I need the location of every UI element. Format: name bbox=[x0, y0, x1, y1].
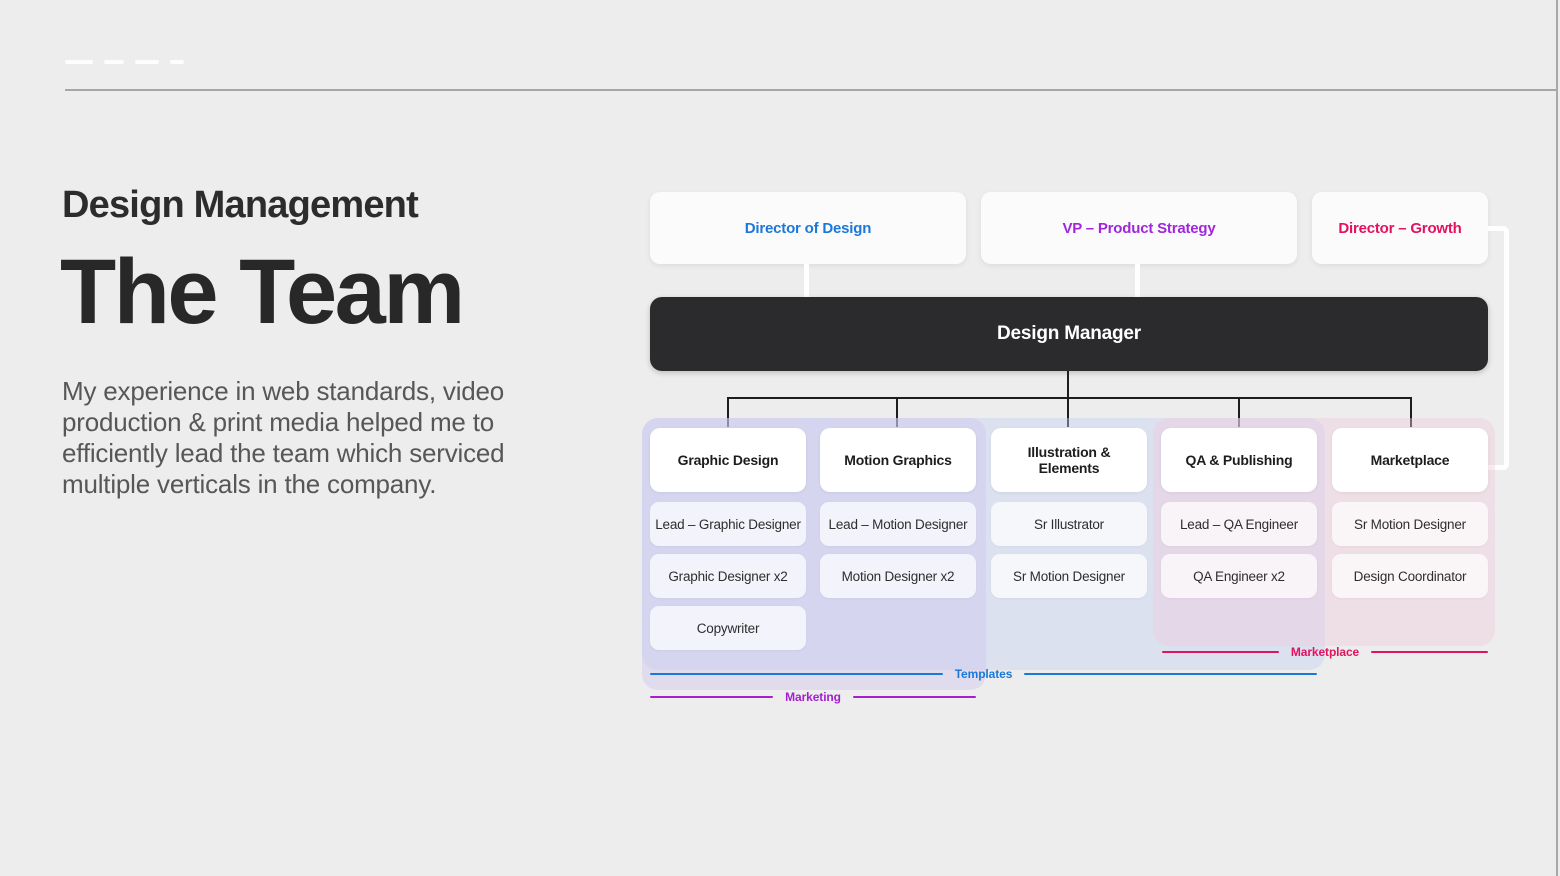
exec-card-director-of-design: Director of Design bbox=[650, 192, 966, 264]
design-manager-label: Design Manager bbox=[997, 323, 1141, 344]
team-column-illustration-elements: Illustration & Elements Sr Illustrator S… bbox=[991, 428, 1147, 606]
connector-drop-graphic-design bbox=[727, 397, 729, 427]
group-line-segment bbox=[650, 673, 943, 675]
design-manager-bar: Design Manager bbox=[650, 297, 1488, 371]
connector-vp-to-manager bbox=[1135, 264, 1140, 298]
team-header: Motion Graphics bbox=[820, 428, 976, 492]
exec-label: Director – Growth bbox=[1338, 219, 1462, 237]
team-header: Illustration & Elements bbox=[991, 428, 1147, 492]
connector-drop-qa-publishing bbox=[1238, 397, 1240, 427]
member-card: Lead – Motion Designer bbox=[820, 502, 976, 546]
exec-card-director-growth: Director – Growth bbox=[1312, 192, 1488, 264]
exec-label: VP – Product Strategy bbox=[1062, 219, 1216, 237]
group-line-segment bbox=[852, 696, 976, 698]
connector-drop-motion-graphics bbox=[896, 397, 898, 427]
group-label-templates: Templates bbox=[954, 667, 1013, 681]
connector-drop-illustration bbox=[1067, 397, 1069, 427]
member-card: QA Engineer x2 bbox=[1161, 554, 1317, 598]
faint-mark bbox=[104, 60, 124, 64]
page-title: The Team bbox=[60, 241, 465, 343]
group-line-templates: Templates bbox=[650, 667, 1318, 681]
member-card: Sr Motion Designer bbox=[991, 554, 1147, 598]
group-label-marketplace: Marketplace bbox=[1290, 645, 1360, 659]
group-line-segment bbox=[1371, 651, 1488, 653]
member-card: Graphic Designer x2 bbox=[650, 554, 806, 598]
group-line-segment bbox=[1024, 673, 1318, 675]
team-header: Graphic Design bbox=[650, 428, 806, 492]
connector-growth-to-marketplace bbox=[1488, 226, 1509, 470]
group-line-marketplace: Marketplace bbox=[1162, 645, 1488, 659]
faint-mark bbox=[65, 60, 93, 64]
group-label-marketing: Marketing bbox=[785, 690, 841, 704]
connector-drop-marketplace bbox=[1410, 397, 1412, 427]
group-line-segment bbox=[1162, 651, 1279, 653]
member-card: Design Coordinator bbox=[1332, 554, 1488, 598]
section-eyebrow: Design Management bbox=[62, 184, 419, 226]
faint-header-text bbox=[65, 60, 184, 64]
group-line-segment bbox=[650, 696, 774, 698]
team-header: Marketplace bbox=[1332, 428, 1488, 492]
faint-mark bbox=[170, 60, 184, 64]
member-card: Sr Motion Designer bbox=[1332, 502, 1488, 546]
connector-director-to-manager bbox=[804, 264, 809, 298]
member-card: Motion Designer x2 bbox=[820, 554, 976, 598]
header-divider bbox=[65, 89, 1558, 91]
connector-manager-stem bbox=[1067, 371, 1069, 398]
member-card: Lead – QA Engineer bbox=[1161, 502, 1317, 546]
exec-card-vp-product-strategy: VP – Product Strategy bbox=[981, 192, 1297, 264]
member-card: Sr Illustrator bbox=[991, 502, 1147, 546]
member-card: Lead – Graphic Designer bbox=[650, 502, 806, 546]
connector-manager-span bbox=[727, 397, 1412, 399]
team-column-graphic-design: Graphic Design Lead – Graphic Designer G… bbox=[650, 428, 806, 658]
right-edge-rule bbox=[1556, 0, 1558, 876]
team-column-qa-publishing: QA & Publishing Lead – QA Engineer QA En… bbox=[1161, 428, 1317, 606]
team-column-marketplace: Marketplace Sr Motion Designer Design Co… bbox=[1332, 428, 1488, 606]
intro-paragraph: My experience in web standards, video pr… bbox=[62, 376, 505, 499]
faint-mark bbox=[135, 60, 159, 64]
team-column-motion-graphics: Motion Graphics Lead – Motion Designer M… bbox=[820, 428, 976, 606]
group-line-marketing: Marketing bbox=[650, 690, 976, 704]
team-header: QA & Publishing bbox=[1161, 428, 1317, 492]
member-card: Copywriter bbox=[650, 606, 806, 650]
exec-label: Director of Design bbox=[744, 219, 872, 237]
